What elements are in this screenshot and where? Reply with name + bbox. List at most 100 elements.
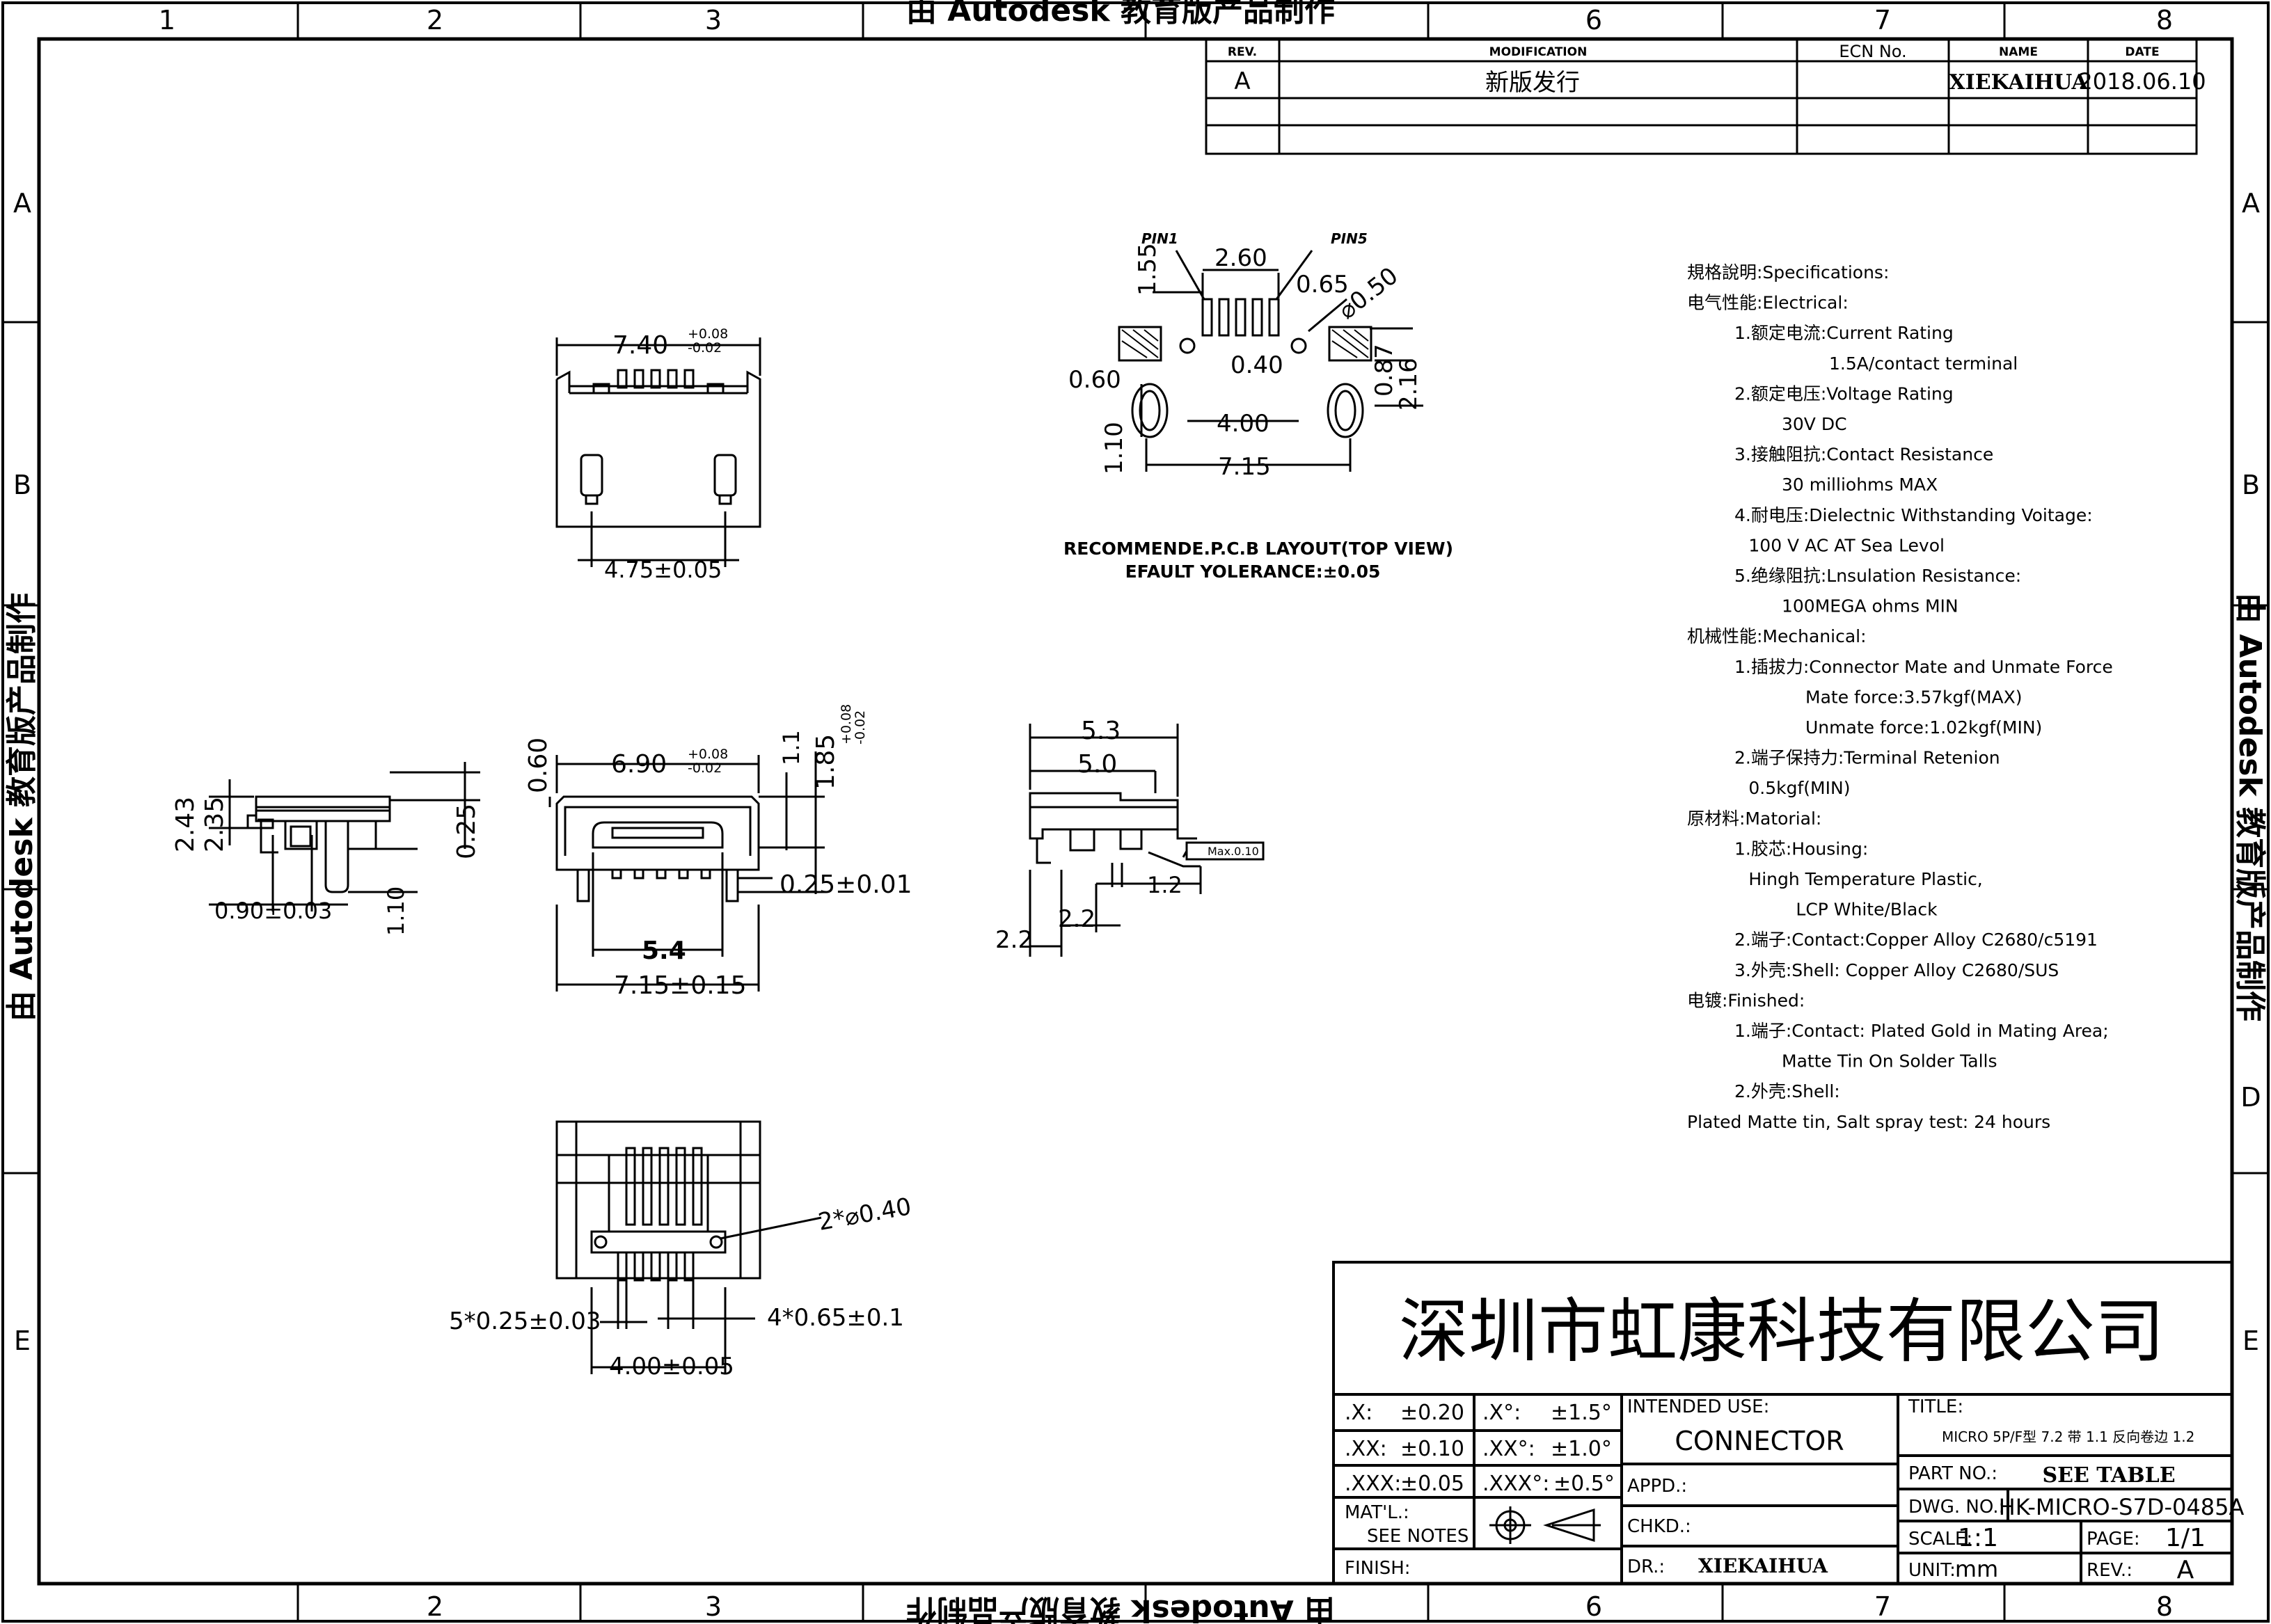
tol-xxx-value: ±0.05 bbox=[1400, 1472, 1464, 1496]
top-width-tol-dn: -0.02 bbox=[688, 340, 722, 356]
name-cell: XIEKAIHUA bbox=[1949, 70, 2088, 95]
pcb-caption-2: EFAULT YOLERANCE:±0.05 bbox=[1125, 562, 1381, 582]
grid-ticks bbox=[3, 3, 2268, 1621]
right-dim-22b: 2.2 bbox=[995, 926, 1033, 954]
matl-label: MAT'L.: bbox=[1345, 1502, 1409, 1523]
revision-table: REV. MODIFICATION NAME DATE ECN No. A 新版… bbox=[1205, 38, 2206, 155]
intended-use-label: INTENDED USE: bbox=[1627, 1396, 1769, 1417]
title-label: TITLE: bbox=[1908, 1396, 1963, 1417]
watermark-bottom: 由 Autodesk 教育版产品制作 bbox=[906, 1593, 1335, 1624]
pcb-dim-715: 7.15 bbox=[1218, 453, 1271, 481]
watermark-left: 由 Autodesk 教育版产品制作 bbox=[4, 593, 40, 1021]
col-3-bottom: 3 bbox=[705, 1591, 722, 1622]
front-tol-up: +0.08 bbox=[688, 747, 728, 762]
bottom-view: 2*⌀0.40 5*0.25±0.03 4*0.65±0.1 4.00±0.05 bbox=[449, 1120, 913, 1380]
spec-line: 1.额定电流:Current Rating bbox=[1734, 323, 1954, 343]
modification-cell: 新版发行 bbox=[1485, 69, 1580, 97]
dr-label: DR.: bbox=[1627, 1557, 1665, 1577]
bottom-dim-400: 4.00±0.05 bbox=[609, 1353, 734, 1380]
pcb-caption-1: RECOMMENDE.P.C.B LAYOUT(TOP VIEW) bbox=[1063, 539, 1453, 559]
side-dim-110: 1.10 bbox=[383, 886, 409, 936]
tol-xxxdeg-value: ±0.5° bbox=[1553, 1472, 1615, 1496]
col-7-top: 7 bbox=[1874, 5, 1891, 35]
spec-line: 3.外壳:Shell: Copper Alloy C2680/SUS bbox=[1734, 960, 2059, 980]
partno-label: PART NO.: bbox=[1908, 1463, 1997, 1484]
top-width-tol-up: +0.08 bbox=[688, 326, 728, 342]
right-dim-50: 5.0 bbox=[1077, 750, 1117, 779]
row-d-right: D bbox=[2240, 1082, 2261, 1113]
col-1-top: 1 bbox=[159, 5, 175, 35]
right-dim-12: 1.2 bbox=[1147, 872, 1182, 898]
modification-header: MODIFICATION bbox=[1489, 45, 1588, 59]
spec-line: 100 V AC AT Sea Levol bbox=[1748, 535, 1945, 555]
front-dim-185: 1.85 bbox=[812, 734, 840, 790]
spec-line: 2.端子:Contact:Copper Alloy C2680/c5191 bbox=[1734, 930, 2098, 950]
spec-line: 規格說明:Specifications: bbox=[1687, 262, 1889, 282]
chkd-label: CHKD.: bbox=[1627, 1516, 1691, 1537]
col-2-top: 2 bbox=[427, 5, 443, 35]
spec-line: 30 milliohms MAX bbox=[1782, 475, 1938, 495]
front-view: 0.60 6.90 1.1 1.85 5.4 0.25±0.01 7.15±0.… bbox=[524, 704, 912, 1000]
front-dim-11: 1.1 bbox=[778, 730, 805, 765]
spec-line: 2.端子保持力:Terminal Retenion bbox=[1734, 748, 2000, 768]
watermark-right: 由 Autodesk 教育版产品制作 bbox=[2232, 593, 2268, 1021]
spec-line: 2.外壳:Shell: bbox=[1734, 1081, 1840, 1101]
col-8-bottom: 8 bbox=[2156, 1591, 2173, 1622]
row-b-left: B bbox=[13, 470, 31, 500]
front-dim-025: 0.25±0.01 bbox=[780, 870, 912, 899]
unit-value: mm bbox=[1955, 1556, 1998, 1582]
name-header: NAME bbox=[1999, 45, 2038, 59]
tol-xdeg-label: .X°: bbox=[1482, 1401, 1521, 1425]
pcb-dim-060: 0.60 bbox=[1068, 366, 1121, 394]
title-value: MICRO 5P/F型 7.2 带 1.1 反向卷边 1.2 bbox=[1942, 1428, 2194, 1445]
pcb-dim-260: 2.60 bbox=[1214, 244, 1267, 272]
rev-value: A bbox=[2177, 1556, 2194, 1584]
spec-line: LCP White/Black bbox=[1796, 900, 1938, 920]
right-max-flatness: Max.0.10 bbox=[1208, 845, 1259, 858]
date-header: DATE bbox=[2125, 45, 2159, 59]
right-dim-22a: 2.2 bbox=[1058, 905, 1095, 933]
top-view: 7.40 +0.08 -0.02 4.75±0.05 bbox=[555, 326, 761, 583]
spec-line: 1.端子:Contact: Plated Gold in Mating Area… bbox=[1734, 1021, 2109, 1041]
col-6-bottom: 6 bbox=[1585, 1591, 1602, 1622]
tol-xdeg-value: ±1.5° bbox=[1551, 1401, 1612, 1425]
tol-x-value: ±0.20 bbox=[1400, 1401, 1464, 1425]
spec-line: 电镀:Finished: bbox=[1687, 990, 1805, 1010]
watermark-top: 由 Autodesk 教育版产品制作 bbox=[906, 0, 1335, 29]
spec-line: Unmate force:1.02kgf(MIN) bbox=[1805, 717, 2042, 738]
row-a-right: A bbox=[2242, 188, 2260, 218]
pcb-dim-400: 4.00 bbox=[1217, 410, 1269, 438]
page-value: 1/1 bbox=[2165, 1524, 2206, 1552]
grid-labels: 1 2 3 6 7 8 2 3 6 7 8 A B E A B D E bbox=[13, 5, 2261, 1622]
dr-value: XIEKAIHUA bbox=[1698, 1554, 1828, 1577]
row-e-left: E bbox=[14, 1326, 31, 1356]
spec-line: 3.接触阻抗:Contact Resistance bbox=[1734, 445, 1993, 465]
row-a-left: A bbox=[13, 188, 31, 218]
col-2-bottom: 2 bbox=[427, 1591, 443, 1622]
matl-value: SEE NOTES bbox=[1367, 1526, 1469, 1547]
tol-x-label: .X: bbox=[1345, 1401, 1372, 1425]
spec-line: 1.胶芯:Housing: bbox=[1734, 838, 1868, 859]
side-dim-243: 2.43 bbox=[171, 797, 200, 852]
side-dim-025: 0.25 bbox=[452, 804, 481, 859]
spec-line: 原材料:Matorial: bbox=[1687, 809, 1821, 829]
rev-cell: A bbox=[1234, 67, 1250, 95]
tol-xxdeg-label: .XX°: bbox=[1482, 1437, 1535, 1461]
front-tol-dn: -0.02 bbox=[688, 761, 722, 776]
pcb-dim-087: 0.87 bbox=[1370, 344, 1398, 397]
col-6-top: 6 bbox=[1585, 5, 1602, 35]
pcb-pin5: PIN5 bbox=[1331, 230, 1368, 247]
spec-line: 100MEGA ohms MIN bbox=[1782, 596, 1959, 616]
appd-label: APPD.: bbox=[1627, 1476, 1687, 1497]
front-dim-715: 7.15±0.15 bbox=[614, 971, 746, 1000]
bottom-dim-4x065: 4*0.65±0.1 bbox=[767, 1304, 904, 1332]
date-cell: 2018.06.10 bbox=[2078, 68, 2206, 95]
spec-line: 5.绝缘阻抗:Lnsulation Resistance: bbox=[1734, 566, 2021, 586]
rev-label: REV.: bbox=[2087, 1560, 2132, 1581]
row-b-right: B bbox=[2242, 470, 2260, 500]
title-block: 深圳市虹康科技有限公司 .X: ±0.20 .X°: ±1.5° .XX: ±0… bbox=[1332, 1261, 2244, 1585]
side-dim-235: 2.35 bbox=[200, 797, 229, 852]
tol-xxx-label: .XXX: bbox=[1345, 1472, 1401, 1496]
